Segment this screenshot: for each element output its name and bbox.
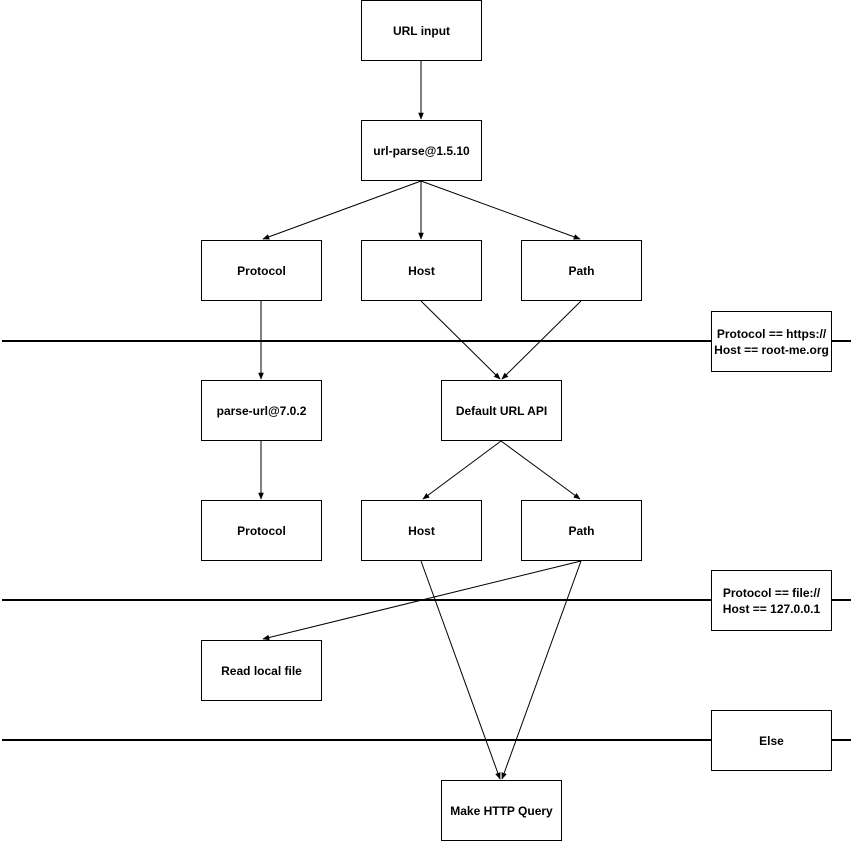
edge-path-to-default-url-api: [501, 300, 582, 380]
read-local-file-node: Read local file: [201, 640, 322, 701]
condition-node-1: Protocol == https:// Host == root-me.org: [711, 311, 832, 372]
host-node-1: Host: [361, 240, 482, 301]
path-label-1: Path: [568, 263, 595, 278]
host-node-2: Host: [361, 500, 482, 561]
path-node-2: Path: [521, 500, 642, 561]
protocol-label-2: Protocol: [237, 523, 286, 538]
condition-3-label: Else: [759, 733, 784, 748]
url-parse-label: url-parse@1.5.10: [373, 143, 470, 158]
parse-url-label: parse-url@7.0.2: [216, 403, 307, 418]
edge-path-to-make-http-query: [501, 560, 582, 780]
condition-2-line-2: Host == 127.0.0.1: [722, 601, 821, 616]
parse-url-node: parse-url@7.0.2: [201, 380, 322, 441]
condition-1-line-1: Protocol == https://: [716, 326, 827, 341]
url-input-node: URL input: [361, 0, 482, 61]
edge-default-url-api-to-path: [500, 440, 581, 500]
condition-node-3: Else: [711, 710, 832, 771]
protocol-node-1: Protocol: [201, 240, 322, 301]
condition-1-line-2: Host == root-me.org: [714, 342, 829, 357]
edge-default-url-api-to-host: [422, 440, 502, 500]
condition-2-line-1: Protocol == file://: [722, 585, 821, 600]
condition-text-2: Protocol == file:// Host == 127.0.0.1: [723, 585, 820, 617]
edge-host-to-make-http-query: [420, 560, 501, 780]
protocol-node-2: Protocol: [201, 500, 322, 561]
protocol-label-1: Protocol: [237, 263, 286, 278]
edge-url-parse-to-protocol: [262, 180, 422, 240]
url-parse-node: url-parse@1.5.10: [361, 120, 482, 181]
read-local-file-label: Read local file: [221, 663, 302, 678]
edge-host-to-default-url-api: [420, 300, 501, 380]
path-node-1: Path: [521, 240, 642, 301]
make-http-query-label: Make HTTP Query: [450, 803, 553, 818]
edge-path-to-read-local-file: [262, 560, 582, 641]
condition-text-1: Protocol == https:// Host == root-me.org: [714, 326, 829, 358]
url-input-label: URL input: [392, 23, 451, 38]
condition-node-2: Protocol == file:// Host == 127.0.0.1: [711, 570, 832, 631]
edge-url-parse-to-path: [420, 180, 581, 240]
host-label-2: Host: [408, 523, 435, 538]
default-url-api-node: Default URL API: [441, 380, 562, 441]
default-url-api-label: Default URL API: [455, 403, 548, 418]
make-http-query-node: Make HTTP Query: [441, 780, 562, 841]
path-label-2: Path: [568, 523, 595, 538]
host-label-1: Host: [408, 263, 435, 278]
